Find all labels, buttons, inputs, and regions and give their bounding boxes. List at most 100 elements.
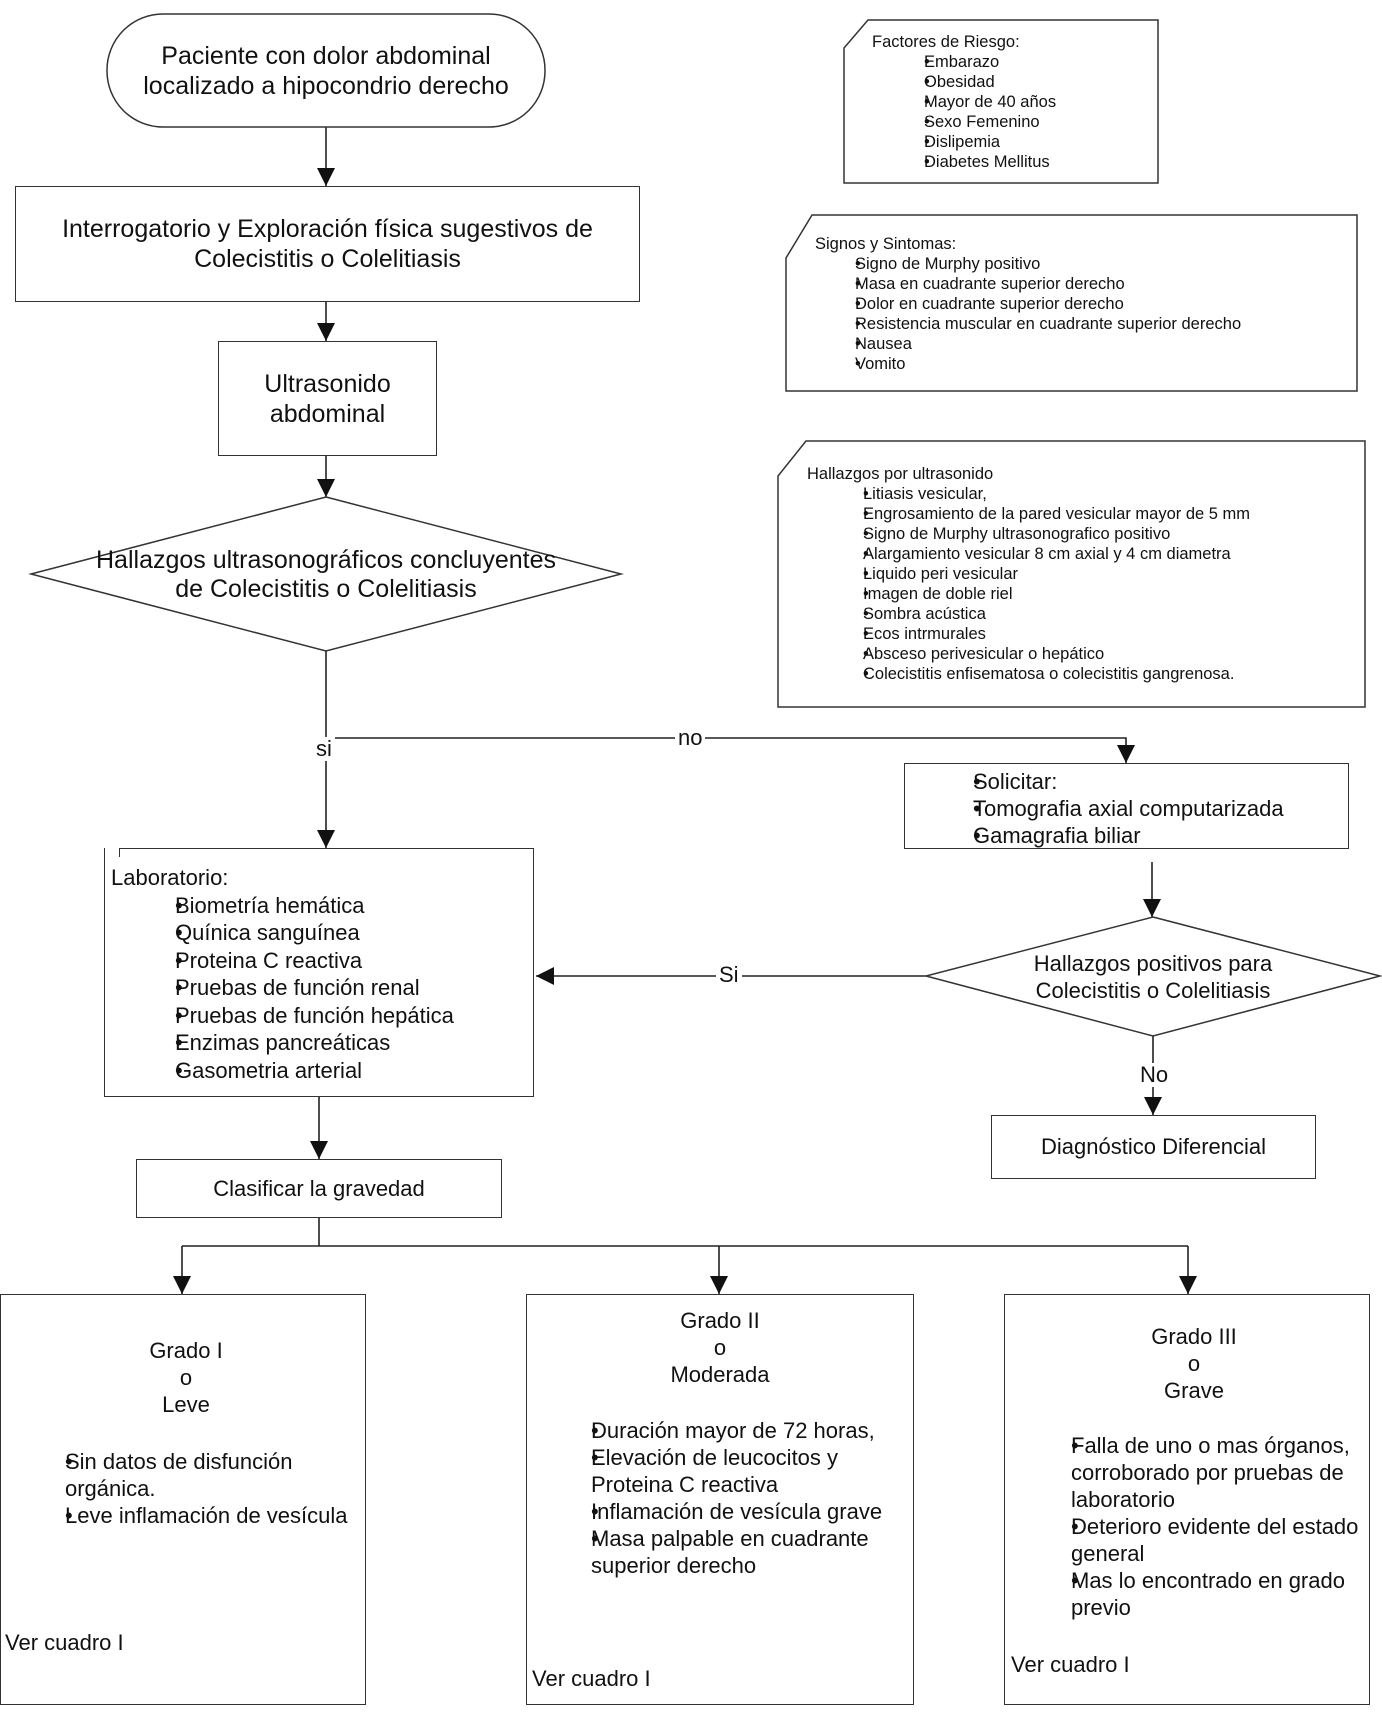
grado3-head2: o [1187, 1351, 1201, 1376]
hallazgos-item: Colecistitis enfisematosa o colecistitis… [807, 664, 1357, 684]
start-line2: localizado a hipocondrio derecho [143, 71, 509, 100]
hallazgos-list: Litiasis vesicular, Engrosamiento de la … [807, 484, 1357, 684]
grado3-item: Falla de uno o mas órganos, corroborado … [1013, 1432, 1365, 1513]
decision1-yes-label: si [313, 737, 335, 761]
clasificar-label: Clasificar la gravedad [213, 1175, 425, 1201]
hallazgos-item: Alargamiento vesicular 8 cm axial y 4 cm… [807, 544, 1357, 564]
factores-item: Embarazo [868, 52, 1152, 72]
factores-title: Factores de Riesgo: [872, 33, 1020, 51]
laboratorio-item: Enzimas pancreáticas [117, 1029, 533, 1057]
decision2-diamond-shape [923, 916, 1382, 1037]
grado3-item: Deterioro evidente del estado general [1013, 1513, 1365, 1567]
grado1-footer[interactable]: Ver cuadro I [5, 1630, 124, 1655]
factores-item: Sexo Femenino [868, 112, 1152, 132]
signos-item: Vomito [815, 354, 1355, 374]
laboratorio-item: Biometría hemática [117, 892, 533, 920]
signos-item: Nausea [815, 334, 1355, 354]
decision1-diamond-shape [28, 496, 624, 652]
grado2-item: Inflamación de vesícula grave [533, 1498, 909, 1525]
decision2-no-label: No [1137, 1063, 1172, 1087]
signos-list: Signo de Murphy positivo Masa en cuadran… [815, 254, 1355, 374]
signos-item: Signo de Murphy positivo [815, 254, 1355, 274]
hallazgos-item: Ecos intrmurales [807, 624, 1357, 644]
hallazgos-item: Liquido peri vesicular [807, 564, 1357, 584]
signos-item: Masa en cuadrante superior derecho [815, 274, 1355, 294]
grado3-box: Grado III o Grave Falla de uno o mas órg… [1004, 1294, 1370, 1705]
grado1-head2: o [179, 1365, 193, 1390]
laboratorio-item: Pruebas de función renal [117, 974, 533, 1002]
grado1-head1: Grado I [149, 1338, 223, 1363]
laboratorio-item: Gasometria arterial [117, 1057, 533, 1085]
grado2-head3: Moderada [670, 1362, 770, 1387]
hallazgos-item: Litiasis vesicular, [807, 484, 1357, 504]
factores-item: Dislipemia [868, 132, 1152, 152]
clasificar-box: Clasificar la gravedad [136, 1159, 502, 1218]
start-terminator-shape [106, 13, 546, 128]
factores-item: Diabetes Mellitus [868, 152, 1152, 172]
decision1-line2: de Colecistitis o Colelitiasis [175, 575, 477, 603]
grado1-box: Grado I o Leve Sin datos de disfunción o… [0, 1294, 366, 1705]
decision1-text: Hallazgos ultrasonográficos concluyentes… [80, 545, 572, 605]
grado3-head1: Grado III [1151, 1324, 1237, 1349]
decision2-yes-label: Si [716, 963, 742, 987]
ultrasonido-box: Ultrasonido abdominal [218, 341, 437, 456]
grado3-footer[interactable]: Ver cuadro I [1011, 1652, 1130, 1677]
laboratorio-top-bracket [119, 848, 534, 857]
decision2-text: Hallazgos positivos para Colecistitis o … [990, 950, 1316, 1004]
signos-item: Dolor en cuadrante superior derecho [815, 294, 1355, 314]
laboratorio-title: Laboratorio: [111, 865, 229, 890]
grado3-item: Mas lo encontrado en grado previo [1013, 1567, 1365, 1621]
grado1-header: Grado I o Leve [1, 1295, 365, 1418]
arrow-decision1-no [326, 737, 1135, 763]
factores-item: Obesidad [868, 72, 1152, 92]
decision2-line1: Hallazgos positivos para [1033, 951, 1273, 976]
laboratorio-list: Biometría hemática Quínica sanguínea Pro… [117, 892, 533, 1085]
grado1-head3: Leve [162, 1392, 210, 1417]
interrogatorio-line1: Interrogatorio y Exploración física suge… [62, 215, 593, 243]
diferencial-label: Diagnóstico Diferencial [1041, 1134, 1266, 1159]
ultrasonido-line2: abdominal [269, 399, 386, 428]
hallazgos-item: Signo de Murphy ultrasonografico positiv… [807, 524, 1357, 544]
grado2-box: Grado II o Moderada Duración mayor de 72… [526, 1294, 914, 1705]
laboratorio-item: Quínica sanguínea [117, 919, 533, 947]
interrogatorio-line2: Colecistitis o Colelitiasis [194, 245, 461, 273]
grado2-list: Duración mayor de 72 horas, Elevación de… [533, 1417, 909, 1579]
solicitar-box: Solicitar: Tomografia axial computarizad… [904, 763, 1349, 849]
decision1-line1: Hallazgos ultrasonográficos concluyentes [96, 546, 556, 574]
grado2-footer[interactable]: Ver cuadro I [532, 1666, 651, 1691]
factores-item: Mayor de 40 años [868, 92, 1152, 112]
factores-list: Embarazo Obesidad Mayor de 40 años Sexo … [868, 52, 1152, 172]
hallazgos-item: Absceso perivesicular o hepático [807, 644, 1357, 664]
factores-note: Factores de Riesgo: Embarazo Obesidad Ma… [872, 32, 1152, 172]
solicitar-item: Gamagrafia biliar [913, 822, 1348, 849]
grado2-header: Grado II o Moderada [527, 1295, 913, 1388]
grado3-list: Falla de uno o mas órganos, corroborado … [1013, 1432, 1365, 1621]
laboratorio-item: Pruebas de función hepática [117, 1002, 533, 1030]
grado2-head2: o [713, 1335, 727, 1360]
solicitar-item: Tomografia axial computarizada [913, 795, 1348, 822]
ultrasonido-line1: Ultrasonido [264, 369, 391, 398]
hallazgos-note: Hallazgos por ultrasonido Litiasis vesic… [807, 464, 1357, 684]
diferencial-box: Diagnóstico Diferencial [991, 1115, 1316, 1179]
decision1-no-label: no [675, 726, 706, 750]
grado1-item: Sin datos de disfunción orgánica. [7, 1448, 359, 1502]
grado2-head1: Grado II [680, 1308, 760, 1333]
grado2-item: Elevación de leucocitos y Proteina C rea… [533, 1444, 909, 1498]
laboratorio-box: Laboratorio: Biometría hemática Quínica … [104, 848, 534, 1097]
grado1-item: Leve inflamación de vesícula [7, 1502, 359, 1529]
interrogatorio-box: Interrogatorio y Exploración física suge… [15, 186, 640, 302]
solicitar-item: Solicitar: [913, 768, 1348, 795]
grado2-item: Masa palpable en cuadrante superior dere… [533, 1525, 909, 1579]
signos-item: Resistencia muscular en cuadrante superi… [815, 314, 1355, 334]
laboratorio-item: Proteina C reactiva [117, 947, 533, 975]
start-line1: Paciente con dolor abdominal [161, 41, 491, 70]
grado2-item: Duración mayor de 72 horas, [533, 1417, 909, 1444]
start-node: Paciente con dolor abdominal localizado … [107, 14, 545, 127]
decision2-line2: Colecistitis o Colelitiasis [1035, 978, 1271, 1003]
hallazgos-item: Imagen de doble riel [807, 584, 1357, 604]
grado1-list: Sin datos de disfunción orgánica. Leve i… [7, 1448, 359, 1529]
signos-note: Signos y Sintomas: Signo de Murphy posit… [815, 234, 1355, 374]
hallazgos-title: Hallazgos por ultrasonido [807, 465, 994, 483]
hallazgos-item: Engrosamiento de la pared vesicular mayo… [807, 504, 1357, 524]
signos-title: Signos y Sintomas: [815, 235, 957, 253]
